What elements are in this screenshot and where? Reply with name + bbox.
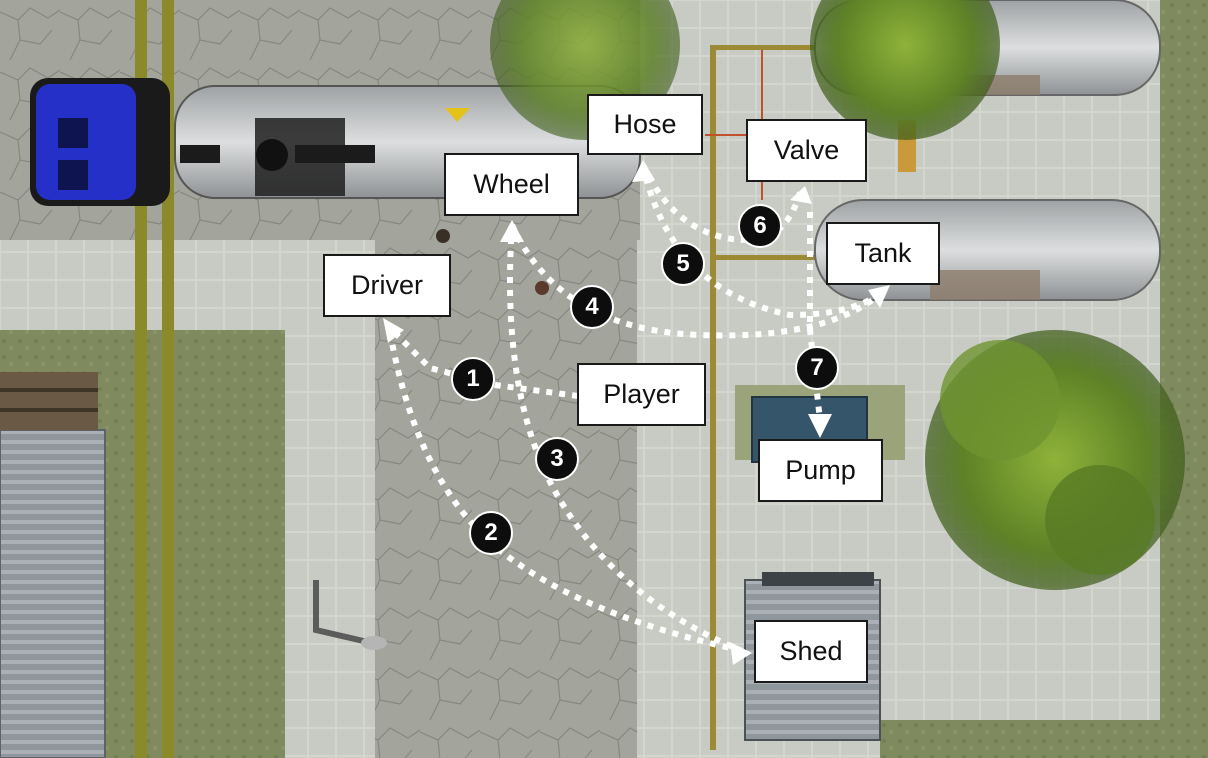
step-badge-1: 1 (451, 357, 495, 401)
arrow-head-icon (500, 220, 524, 242)
path-2 (387, 331, 749, 655)
pipe-horizontal-mid (716, 255, 826, 260)
label-tank: Tank (826, 222, 940, 285)
tree-icon (925, 330, 1185, 590)
hazard-sign (445, 108, 470, 122)
pipe-vertical-3 (710, 45, 716, 750)
shed-ridge (762, 572, 874, 586)
step-badge-3: 3 (535, 437, 579, 481)
character-figure (436, 229, 450, 243)
arrow-head-icon (808, 414, 832, 438)
left-crates (0, 372, 98, 430)
step-badge-6: 6 (738, 204, 782, 248)
arrow-head-icon (632, 160, 655, 182)
step-badge-7: 7 (795, 346, 839, 390)
grass-right-edge (1160, 0, 1208, 758)
tanker-hatch (256, 139, 288, 171)
tanker-stripe (295, 145, 375, 163)
arrow-head-icon (790, 186, 812, 204)
path-5 (640, 164, 887, 319)
lamp-head (361, 636, 387, 650)
character-figure (535, 281, 549, 295)
path-6 (640, 163, 803, 244)
label-pump: Pump (758, 439, 883, 502)
label-wheel: Wheel (444, 153, 579, 216)
label-hose: Hose (587, 94, 703, 155)
path-4 (509, 223, 888, 339)
tree-icon (810, 0, 1000, 140)
label-valve: Valve (746, 119, 867, 182)
arrow-head-icon (383, 318, 404, 343)
step-badge-4: 4 (570, 285, 614, 329)
step-badge-5: 5 (661, 242, 705, 286)
arrow-head-icon (730, 642, 752, 665)
grass-bottom (880, 720, 1208, 758)
sidewalk-left (285, 330, 375, 758)
tanker-stripe (180, 145, 220, 163)
left-building-roof (0, 429, 106, 758)
path-7 (807, 212, 823, 421)
pipe-horizontal-top (716, 45, 836, 50)
arrow-heads (383, 160, 890, 665)
arrow-head-icon (868, 285, 890, 308)
label-driver: Driver (323, 254, 451, 317)
lamp-post (313, 580, 373, 646)
truck-icon (30, 78, 170, 206)
label-shed: Shed (754, 620, 868, 683)
tank-saddle (930, 270, 1040, 300)
step-badge-2: 2 (469, 511, 513, 555)
label-player: Player (577, 363, 706, 426)
